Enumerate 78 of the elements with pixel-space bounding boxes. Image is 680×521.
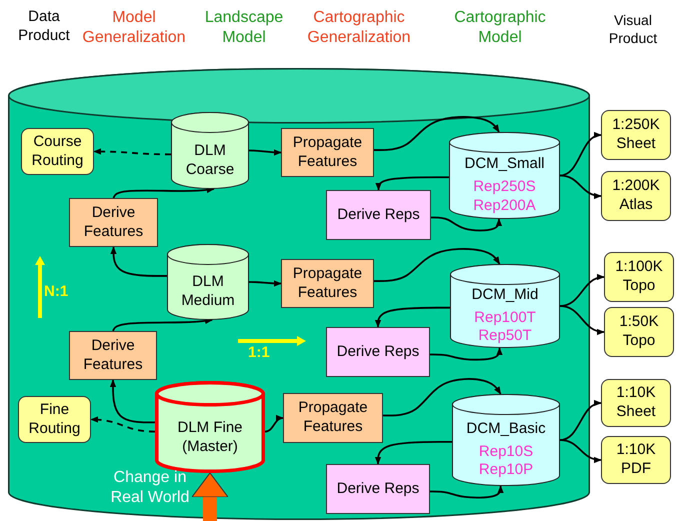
arrow bbox=[560, 174, 602, 199]
product-box bbox=[601, 171, 671, 221]
arrow bbox=[383, 378, 502, 416]
node-label: Course Routing bbox=[30, 132, 84, 170]
node-label: Derive Features bbox=[82, 336, 144, 374]
representation-label: Rep10P bbox=[478, 461, 534, 480]
product-box bbox=[604, 252, 674, 302]
node-label: Derive Reps bbox=[336, 342, 420, 362]
column-heading: Data Product bbox=[17, 8, 71, 46]
node-label: Derive Features bbox=[82, 204, 144, 242]
node-label: 1:50K Topo bbox=[618, 313, 660, 351]
output-box bbox=[18, 396, 91, 443]
arrow bbox=[430, 347, 503, 361]
arrow bbox=[431, 216, 502, 232]
product-box bbox=[601, 436, 671, 484]
block-arrow bbox=[192, 472, 228, 521]
node-label: Propagate Features bbox=[292, 264, 364, 302]
arrow bbox=[560, 400, 602, 441]
node-label: 1:10K Sheet bbox=[615, 384, 657, 422]
product-box bbox=[601, 110, 671, 160]
representation-label: Rep10S bbox=[478, 442, 534, 462]
column-heading: Model Generalization bbox=[81, 8, 187, 48]
arrow bbox=[110, 246, 167, 277]
node-label: 1:100K Topo bbox=[614, 258, 664, 296]
node-label: DCM_Basic bbox=[466, 420, 546, 439]
process-box bbox=[326, 464, 430, 514]
representation-label: Rep200A bbox=[473, 196, 536, 216]
ratio-label: 1:1 bbox=[248, 344, 271, 363]
column-heading: Cartographic Model bbox=[453, 8, 547, 48]
arrow bbox=[430, 485, 504, 499]
representation-label: Rep50T bbox=[478, 327, 532, 346]
arrow bbox=[112, 186, 215, 198]
node-label: DCM_Mid bbox=[472, 286, 538, 305]
column-heading: Landscape Model bbox=[204, 8, 284, 48]
arrow bbox=[374, 248, 500, 282]
node-label: 1:10K PDF bbox=[615, 441, 657, 479]
process-box bbox=[281, 128, 374, 177]
node-label: Derive Reps bbox=[336, 480, 420, 498]
column-heading: Cartographic Generalization bbox=[306, 8, 412, 48]
process-box bbox=[326, 327, 430, 377]
node-label: 1:200K Atlas bbox=[611, 177, 661, 215]
node-label: 1:250K Sheet bbox=[611, 116, 661, 154]
representation-label: Rep100T bbox=[474, 308, 536, 328]
output-box bbox=[21, 128, 94, 175]
node-label: Propagate Features bbox=[297, 399, 369, 437]
product-box bbox=[601, 379, 671, 427]
dashed-arrow bbox=[90, 416, 156, 432]
arrow bbox=[264, 416, 284, 432]
process-box bbox=[283, 393, 383, 443]
arrow bbox=[560, 439, 602, 463]
node-label: DLM Fine (Master) bbox=[176, 419, 244, 457]
process-box bbox=[69, 331, 157, 380]
process-box bbox=[326, 190, 431, 240]
annotation-text: Change in Real World bbox=[110, 468, 190, 508]
node-label: DLM Coarse bbox=[184, 142, 236, 180]
arrow bbox=[374, 116, 500, 151]
representation-label: Rep250S bbox=[473, 178, 536, 197]
arrow bbox=[112, 318, 213, 332]
column-heading: Visual Product bbox=[608, 12, 658, 47]
arrow bbox=[560, 274, 605, 307]
arrow bbox=[375, 176, 449, 191]
arrow bbox=[560, 133, 602, 176]
dashed-arrow bbox=[93, 148, 171, 156]
arrow bbox=[249, 149, 282, 156]
ratio-label: N:1 bbox=[44, 283, 70, 302]
arrow bbox=[374, 440, 452, 465]
process-box bbox=[69, 198, 158, 247]
process-box bbox=[281, 259, 374, 308]
node-label: DLM Medium bbox=[180, 273, 236, 311]
product-box bbox=[604, 307, 674, 357]
arrow bbox=[560, 305, 605, 334]
node-label: Derive Reps bbox=[337, 206, 420, 224]
node-label: Fine Routing bbox=[28, 400, 82, 438]
arrow bbox=[110, 379, 155, 424]
node-label: DCM_Small bbox=[464, 155, 544, 174]
node-label: Propagate Features bbox=[292, 134, 364, 172]
arrow bbox=[374, 306, 450, 328]
arrow bbox=[249, 280, 282, 287]
